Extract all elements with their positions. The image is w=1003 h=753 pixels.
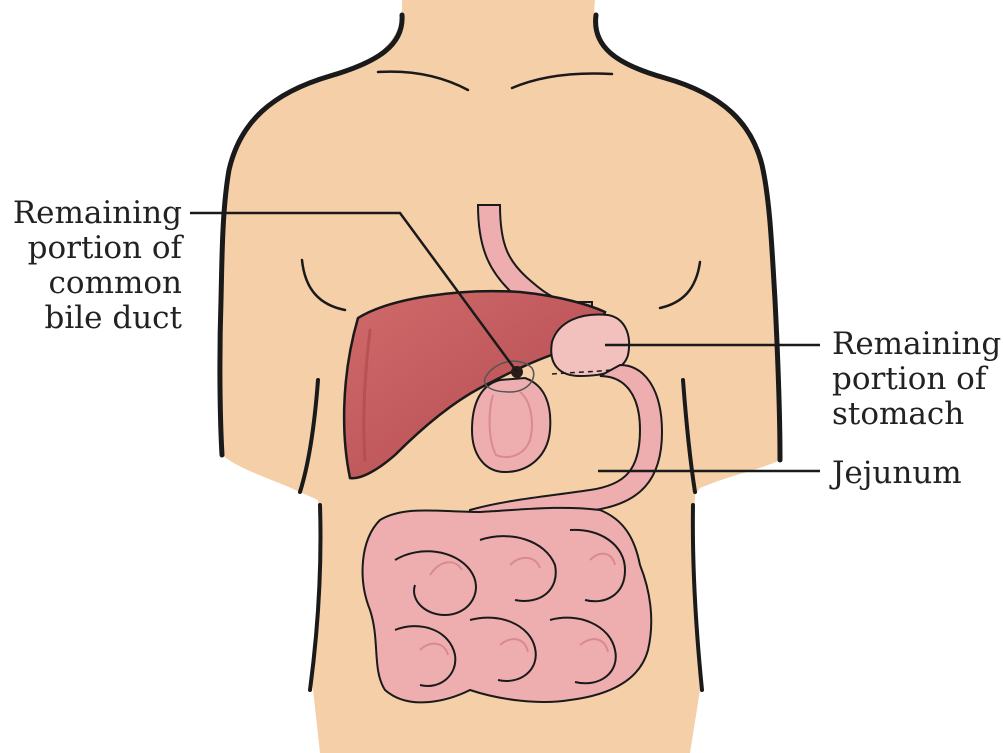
label-bile-duct: Remaining portion of common bile duct bbox=[0, 196, 182, 336]
label-bile-duct-line-2: portion of bbox=[0, 231, 182, 266]
label-jejunum: Jejunum bbox=[832, 456, 1002, 491]
label-stomach-line-2: portion of bbox=[832, 362, 1002, 397]
label-bile-duct-line-1: Remaining bbox=[0, 196, 182, 231]
label-stomach: Remaining portion of stomach bbox=[832, 327, 1002, 432]
label-jejunum-line-1: Jejunum bbox=[832, 456, 1002, 491]
label-bile-duct-line-4: bile duct bbox=[0, 301, 182, 336]
label-stomach-line-3: stomach bbox=[832, 397, 1002, 432]
label-stomach-line-1: Remaining bbox=[832, 327, 1002, 362]
small-intestine bbox=[363, 508, 652, 703]
label-bile-duct-line-3: common bbox=[0, 266, 182, 301]
